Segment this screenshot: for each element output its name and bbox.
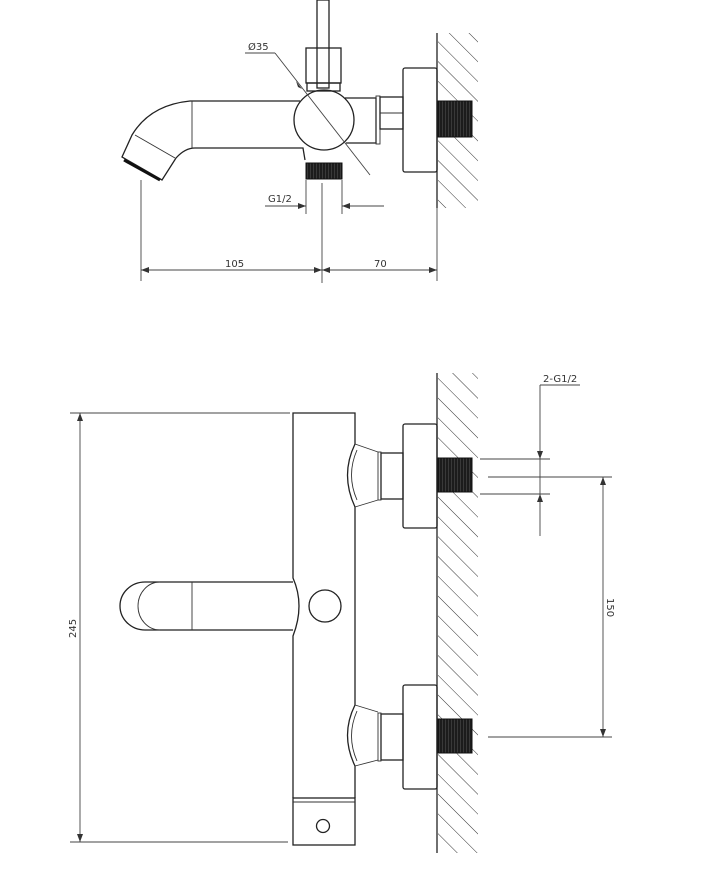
spout-length-label: 105 (225, 259, 244, 270)
spout (121, 100, 306, 181)
aerator (123, 158, 161, 182)
wall-flange (402, 67, 438, 173)
lower-inlet (377, 684, 473, 790)
front-view: 245 2-G1/2 150 (68, 373, 615, 853)
outlet-thread-dimension: G1/2 (265, 180, 384, 214)
length-dimensions: 105 70 (140, 180, 438, 283)
upper-inlet (377, 423, 473, 529)
height-label: 245 (68, 619, 79, 638)
wall-offset-label: 70 (374, 259, 387, 270)
mixer-body (292, 412, 356, 798)
inlet-spacing-dimension: 150 (488, 476, 615, 738)
wall-thread (437, 100, 473, 138)
diameter-label: Ø35 (248, 41, 269, 53)
handle-inner-curve (137, 581, 161, 631)
valve-body (293, 89, 355, 151)
outlet-thread-label: G1/2 (268, 194, 292, 205)
height-dimension: 245 (68, 412, 290, 843)
lever-handle (119, 581, 293, 631)
inlet-spacing-label: 150 (604, 598, 615, 617)
saddle-upper (351, 449, 358, 501)
bottom-cap (292, 797, 356, 846)
lever-stem (305, 0, 342, 92)
saddle-lines (354, 443, 379, 767)
aerator-edge (134, 134, 176, 159)
outlet-thread (305, 162, 343, 180)
diverter-knob (308, 589, 342, 623)
inlet-thread-dimension: 2-G1/2 (480, 374, 580, 536)
cap-hole (315, 818, 331, 834)
inlet-thread-label: 2-G1/2 (543, 374, 577, 385)
diameter-dimension: Ø35 (245, 41, 371, 176)
top-view: Ø35 G1/2 105 70 (121, 0, 478, 283)
saddle-lower (351, 710, 358, 762)
wall-hatch (438, 373, 478, 853)
